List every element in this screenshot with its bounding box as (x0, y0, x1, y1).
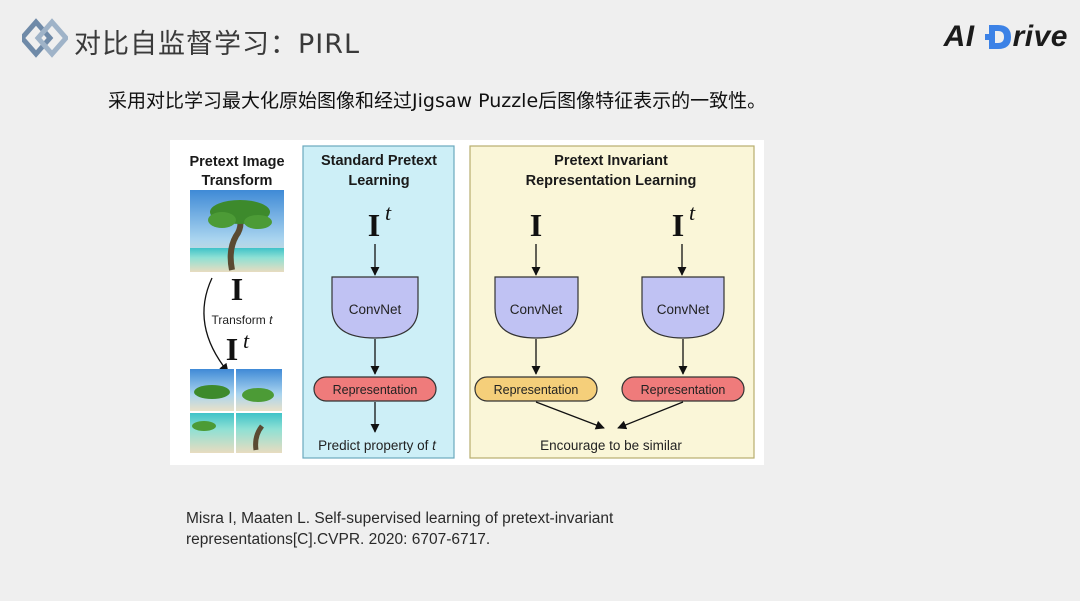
citation: Misra I, Maaten L. Self-supervised learn… (186, 508, 613, 550)
transform-arrow (203, 277, 229, 373)
col2-title-line1: Standard Pretext (321, 153, 437, 169)
subtitle: 采用对比学习最大化原始图像和经过Jigsaw Puzzle后图像特征表示的一致性… (108, 90, 767, 112)
col3-symbol-left: I (530, 207, 542, 243)
col3-convnet-right-label: ConvNet (657, 302, 710, 317)
col3-rep-left-shape (474, 376, 598, 402)
brand-logo: AI rive (944, 20, 1068, 54)
col3-title-line2: Representation Learning (526, 173, 697, 189)
col3-symbol-right: I (672, 207, 684, 243)
brand-d-icon (984, 25, 1011, 49)
col3-rep-right-shape (621, 376, 745, 402)
brand-rive: rive (1012, 20, 1068, 53)
original-image (190, 190, 284, 272)
col2-convnet-shape (331, 276, 419, 339)
col1-symbol-i: I (231, 271, 243, 307)
col2-representation-label: Representation (333, 383, 418, 397)
brand-ai: AI (943, 20, 975, 53)
col3-title-line1: Pretext Invariant (554, 153, 668, 169)
col2-representation-shape (313, 376, 437, 402)
col2-title-line2: Learning (348, 173, 409, 189)
pirl-diagram: Pretext Image Transform I Transform t I … (189, 145, 755, 459)
diamond-logo-icon (22, 18, 68, 58)
col3-arrow-right-merge (617, 401, 684, 430)
col1-title-line2: Transform (202, 173, 273, 189)
jigsaw-image (190, 369, 282, 453)
col3-caption: Encourage to be similar (540, 438, 682, 453)
citation-line-1: Misra I, Maaten L. Self-supervised learn… (186, 510, 614, 527)
col1-symbol-it: I (226, 331, 238, 367)
citation-line-2: representations[C].CVPR. 2020: 6707-6717… (186, 531, 491, 548)
col3-convnet-left-label: ConvNet (510, 302, 563, 317)
col3-rep-right-label: Representation (641, 383, 726, 397)
col2-caption: Predict property of t (318, 438, 437, 453)
col3-rep-left-label: Representation (494, 383, 579, 397)
col2-symbol-sup: t (385, 200, 392, 225)
transform-label: Transform t (212, 313, 274, 327)
col2-convnet-label: ConvNet (349, 302, 402, 317)
pirl-figure: Pretext Image Transform I Transform t I … (170, 140, 764, 465)
col3-arrow-left-merge (535, 401, 605, 430)
col2-symbol: I (368, 207, 380, 243)
col3-convnet-right-shape (641, 276, 725, 339)
col3-convnet-left-shape (494, 276, 579, 339)
col1-title-line1: Pretext Image (189, 154, 284, 170)
col3-symbol-sup: t (689, 200, 696, 225)
col1-symbol-sup: t (243, 328, 250, 353)
slide-title: 对比自监督学习：PIRL (74, 29, 361, 60)
